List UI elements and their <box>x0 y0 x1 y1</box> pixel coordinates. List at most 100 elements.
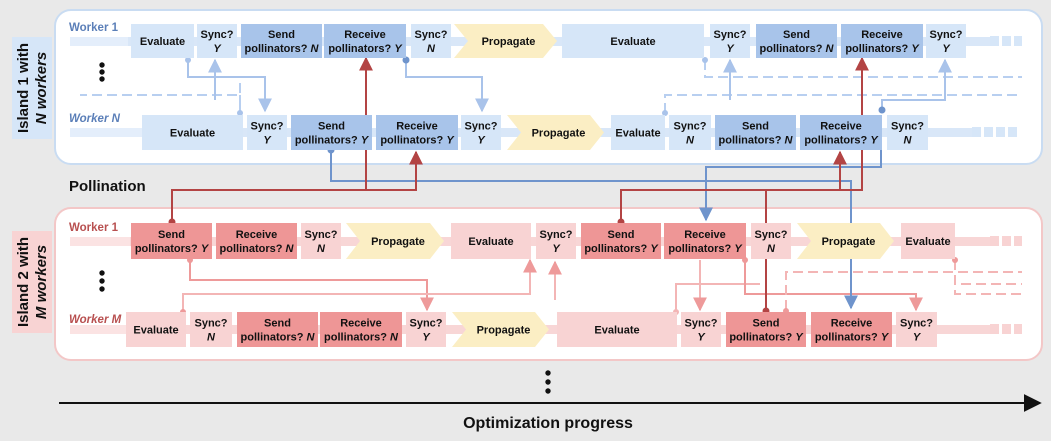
step-label: Send <box>608 229 635 241</box>
send-box <box>291 115 372 150</box>
send-box <box>715 115 796 150</box>
step-label: Sync? <box>409 318 442 330</box>
sync-box <box>710 24 750 58</box>
island1-row-top-eval-step: Evaluate <box>131 24 194 58</box>
island2-row-bottom-sync-step: Sync?N <box>190 312 232 347</box>
sync-box <box>301 223 341 259</box>
island2-row-top-prop-step: Propagate <box>346 223 444 259</box>
step-sublabel: N <box>317 243 326 255</box>
step-label: Propagate <box>532 128 586 140</box>
ellipsis-island1 <box>99 62 105 82</box>
step-label: Receive <box>820 121 862 133</box>
island2-row-top-eval-step: Evaluate <box>451 223 531 259</box>
send-box <box>237 312 318 347</box>
step-label: Evaluate <box>905 236 950 248</box>
island1-row-top-sync-step: Sync?Y <box>197 24 237 58</box>
step-label: Sync? <box>304 229 337 241</box>
step-label: Evaluate <box>133 325 178 337</box>
step-label: Sync? <box>464 121 497 133</box>
sync-box <box>406 312 446 347</box>
step-label: Sync? <box>754 229 787 241</box>
send-box <box>241 24 322 58</box>
step-sublabel: pollinators? N <box>220 243 295 255</box>
island2-row-bottom-sync-step: Sync?Y <box>896 312 937 347</box>
island1-tab <box>12 37 52 139</box>
step-sublabel: N <box>207 332 216 344</box>
step-sublabel: Y <box>263 135 272 147</box>
step-label: Sync? <box>539 229 572 241</box>
island1-row-bottom-sync-step: Sync?N <box>887 115 928 150</box>
recv-box <box>320 312 402 347</box>
sync-box <box>197 24 237 58</box>
step-label: Receive <box>340 318 382 330</box>
recv-box <box>324 24 406 58</box>
eval-box <box>451 223 531 259</box>
step-label: Evaluate <box>140 36 185 48</box>
eval-box <box>142 115 243 150</box>
recv-box <box>800 115 882 150</box>
eval-box <box>562 24 704 58</box>
step-label: Send <box>268 29 295 41</box>
island2-worker-top-label: Worker 1 <box>69 222 119 234</box>
step-sublabel: pollinators? Y <box>135 243 210 255</box>
island2-row-bottom-sync-step: Sync? Y <box>406 312 446 347</box>
ellipsis-more-islands <box>545 370 551 394</box>
step-sublabel: Y <box>697 332 706 344</box>
intra-island-lines <box>80 58 1022 312</box>
step-sublabel: pollinators? N <box>760 43 835 55</box>
recv-box <box>841 24 923 58</box>
island1-row-bottom-sync-step: Sync?Y <box>461 115 501 150</box>
island2-row-top-prop-step: Propagate <box>797 223 894 259</box>
island2-tab-line2: M workers <box>33 245 50 319</box>
island2-row-top-eval-step: Evaluate <box>901 223 955 259</box>
step-sublabel: Y <box>726 43 735 55</box>
step-label: Receive <box>831 318 873 330</box>
island2-row-bottom-eval-step: Evaluate <box>126 312 186 347</box>
step-label: Propagate <box>371 236 425 248</box>
send-box <box>756 24 837 58</box>
step-sublabel: Y <box>213 43 222 55</box>
step-sublabel: pollinators? Y <box>668 243 743 255</box>
send-box <box>726 312 806 347</box>
sync-box <box>461 115 501 150</box>
ellipsis-island2 <box>99 270 105 292</box>
island2-row-bottom-eval-step: Evaluate <box>557 312 677 347</box>
island1-row-bottom-sync-step: Sync?Y <box>247 115 287 150</box>
island2-row-top-sync-step: Sync?N <box>751 223 791 259</box>
step-sublabel: pollinators? Y <box>328 43 403 55</box>
step-sublabel: pollinators? Y <box>295 135 370 147</box>
step-sublabel: Y <box>422 332 431 344</box>
island1-tab-line1: Island 1 with <box>15 43 32 133</box>
sync-box <box>411 24 451 58</box>
send-box <box>131 223 212 259</box>
island1-row-bottom-sync-step: Sync?N <box>669 115 711 150</box>
step-label: Evaluate <box>170 128 215 140</box>
step-label: Send <box>753 318 780 330</box>
step-sublabel: N <box>904 135 913 147</box>
step-sublabel: pollinators? Y <box>584 243 659 255</box>
island2-row-top-recv-step: Receive pollinators? Y <box>664 223 746 259</box>
step-label: Propagate <box>477 325 531 337</box>
island2-row-bottom-prop-step: Propagate <box>452 312 549 347</box>
island1-worker-bottom-label: Worker N <box>69 113 121 125</box>
step-label: Sync? <box>900 318 933 330</box>
propagate-chevron <box>507 115 604 150</box>
recv-box <box>664 223 746 259</box>
step-label: Receive <box>684 229 726 241</box>
step-label: Evaluate <box>610 36 655 48</box>
step-label: Sync? <box>713 29 746 41</box>
island2-row-top-send-step: Send pollinators? Y <box>581 223 661 259</box>
island1-row-top-sync-step: Sync? Y <box>710 24 750 58</box>
island1-row-bottom-eval-step: Evaluate <box>142 115 243 150</box>
step-sublabel: N <box>427 43 436 55</box>
eval-box <box>901 223 955 259</box>
eval-box <box>611 115 665 150</box>
